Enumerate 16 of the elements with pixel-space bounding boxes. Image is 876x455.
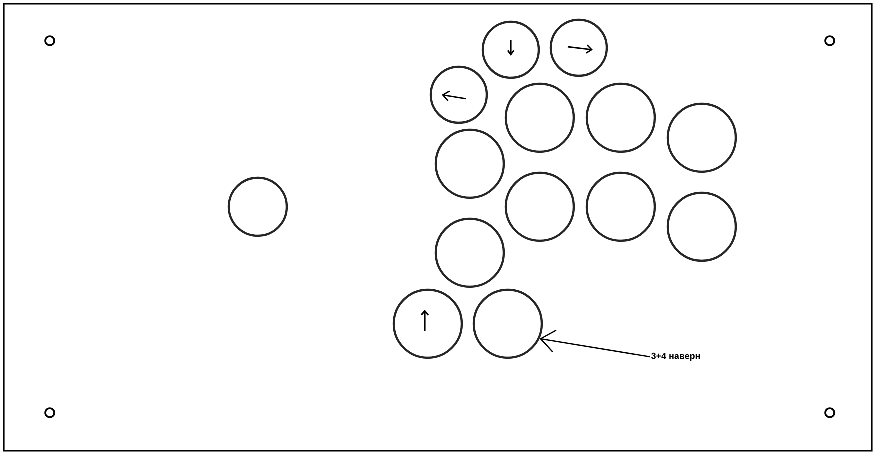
button-circle [586, 82, 656, 154]
button-circle [666, 192, 738, 262]
button-circle [550, 18, 608, 78]
button-circle [504, 82, 576, 154]
button-circle [228, 176, 288, 238]
button-circle [482, 20, 540, 80]
button-circle [666, 102, 738, 174]
button-circle [504, 172, 576, 242]
leader-arrow [540, 330, 650, 358]
button-circle [472, 288, 544, 360]
button-circle [392, 288, 464, 360]
button-circle [434, 218, 506, 288]
button-circle [430, 66, 488, 124]
button-circle [586, 172, 656, 242]
button-circle [434, 128, 506, 200]
note-text: 3+4 наверн [652, 352, 700, 362]
